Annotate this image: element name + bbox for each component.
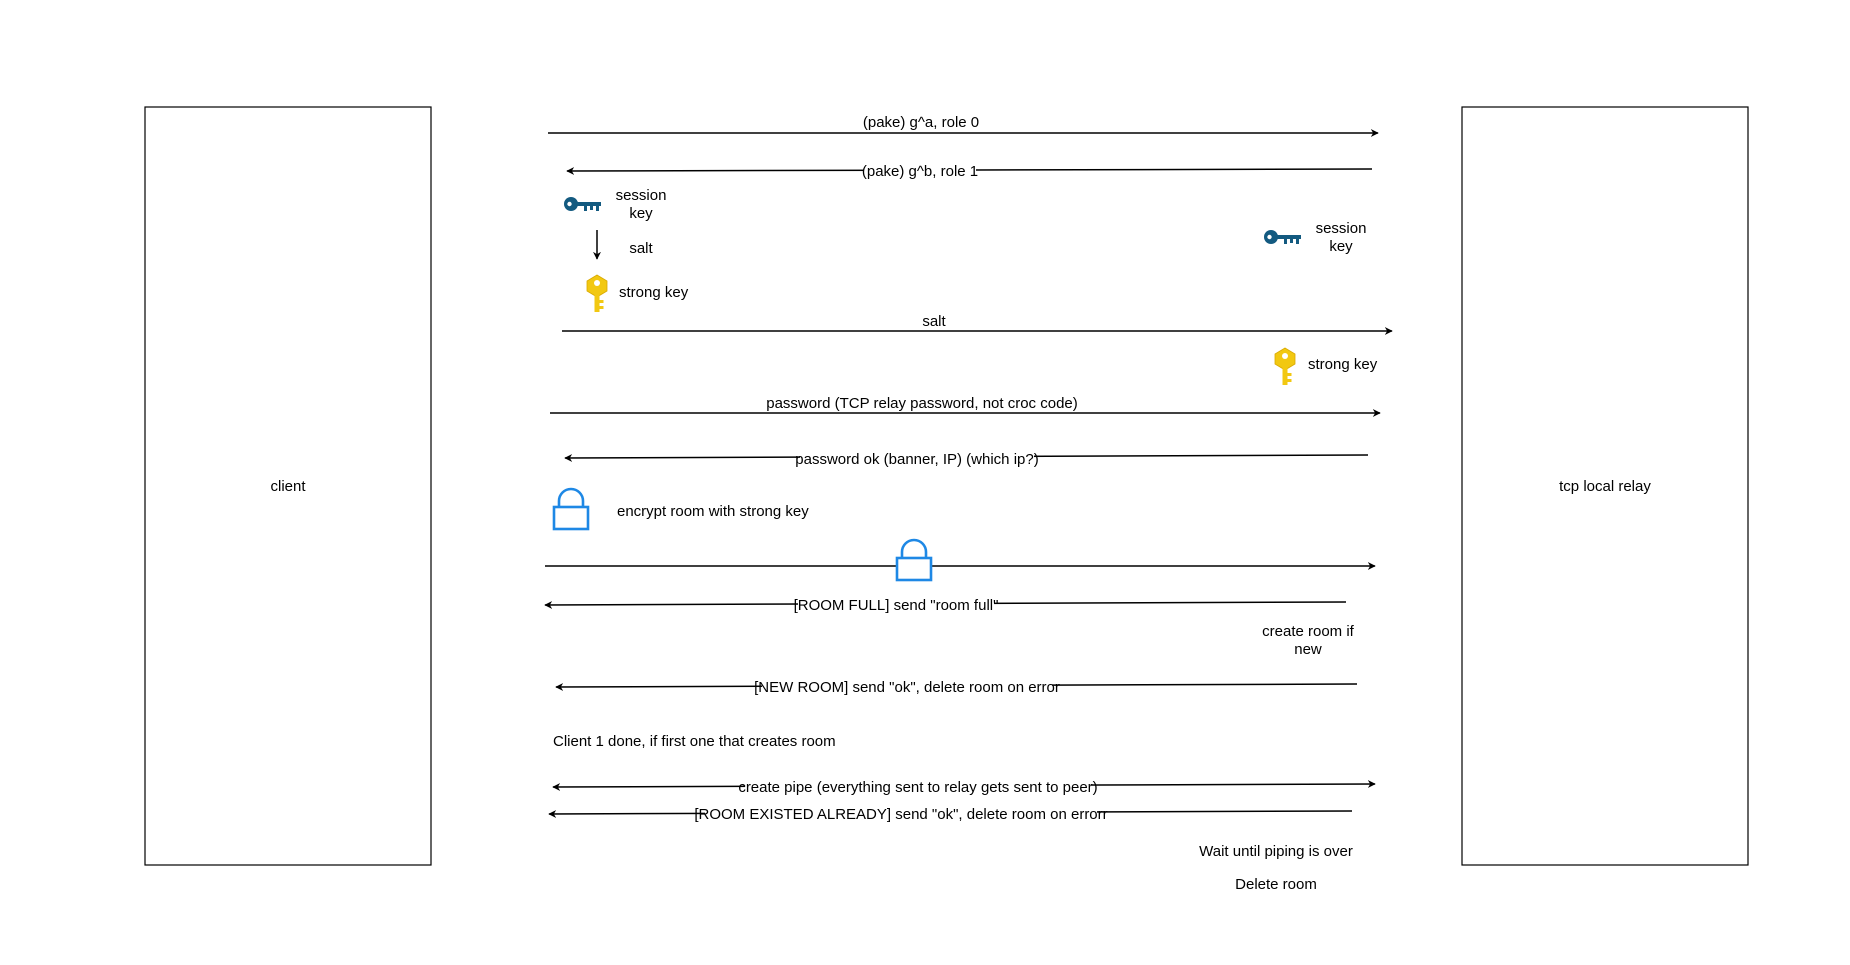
message-label: [ROOM FULL] send "room full": [794, 597, 999, 614]
message-label: password ok (banner, IP) (which ip?): [795, 451, 1038, 468]
client-participant: client: [144, 106, 432, 866]
strong-key-label: strong key: [619, 284, 689, 301]
session-key-label-line2: key: [629, 205, 653, 222]
session-key-label-line2: key: [1329, 238, 1353, 255]
label-background: [705, 804, 1097, 822]
message-room-full: [ROOM FULL] send "room full": [544, 595, 1347, 614]
message-new-room: [NEW ROOM] send "ok", delete room on err…: [555, 677, 1358, 696]
client-label: client: [270, 478, 306, 495]
session-key-icon: [564, 197, 601, 211]
message-room-existed: [ROOM EXISTED ALREADY] send "ok", delete…: [548, 804, 1353, 823]
create-room-note-line2: new: [1294, 641, 1322, 658]
client-box: [144, 106, 432, 866]
message-label: create pipe (everything sent to relay ge…: [738, 779, 1097, 796]
message-label: password (TCP relay password, not croc c…: [766, 395, 1078, 412]
message-encrypted-room: [545, 538, 1376, 582]
relay-create-room-note: create room if new: [1262, 623, 1355, 658]
session-key-label-line1: session: [616, 187, 667, 204]
lock-icon: [552, 487, 590, 531]
salt-note: salt: [629, 240, 653, 257]
strong-key-icon: [586, 274, 608, 313]
message-label: salt: [922, 313, 946, 330]
message-password: password (TCP relay password, not croc c…: [550, 395, 1381, 417]
message-create-pipe: create pipe (everything sent to relay ge…: [552, 777, 1376, 796]
relay-label: tcp local relay: [1559, 478, 1651, 495]
lock-icon: [895, 538, 933, 582]
client-derive-salt: salt: [593, 230, 654, 260]
client-encrypt-room: encrypt room with strong key: [552, 487, 809, 531]
message-pake-b: (pake) g^b, role 1: [566, 161, 1373, 180]
message-pake-a: (pake) g^a, role 0: [548, 114, 1379, 137]
client-done-note: Client 1 done, if first one that creates…: [553, 733, 836, 750]
create-room-note-line1: create room if: [1262, 623, 1355, 640]
message-password-ok: password ok (banner, IP) (which ip?): [564, 448, 1369, 468]
message-label: (pake) g^a, role 0: [863, 114, 979, 131]
client-strong-key: strong key: [586, 274, 689, 313]
client-session-key: session key: [564, 187, 666, 222]
session-key-label-line1: session: [1316, 220, 1367, 237]
relay-strong-key: strong key: [1274, 347, 1378, 386]
label-background: [798, 595, 994, 613]
relay-box: [1461, 106, 1749, 866]
label-background: [762, 677, 1052, 695]
message-label: [NEW ROOM] send "ok", delete room on err…: [754, 679, 1060, 696]
message-salt: salt: [562, 313, 1393, 335]
label-background: [800, 448, 1034, 466]
wait-piping-note: Wait until piping is over: [1199, 843, 1353, 860]
client-done-text: Client 1 done, if first one that creates…: [553, 733, 836, 750]
session-key-icon: [1264, 230, 1301, 244]
relay-session-key: session key: [1264, 220, 1366, 255]
label-background: [864, 161, 976, 179]
delete-room-note: Delete room: [1235, 876, 1317, 893]
message-label: (pake) g^b, role 1: [862, 163, 978, 180]
strong-key-label: strong key: [1308, 356, 1378, 373]
encrypt-room-note: encrypt room with strong key: [617, 503, 809, 520]
relay-final-notes: Wait until piping is over Delete room: [1199, 843, 1353, 893]
label-background: [745, 777, 1091, 795]
relay-participant: tcp local relay: [1461, 106, 1749, 866]
strong-key-icon: [1274, 347, 1296, 386]
message-label: [ROOM EXISTED ALREADY] send "ok", delete…: [694, 806, 1107, 823]
